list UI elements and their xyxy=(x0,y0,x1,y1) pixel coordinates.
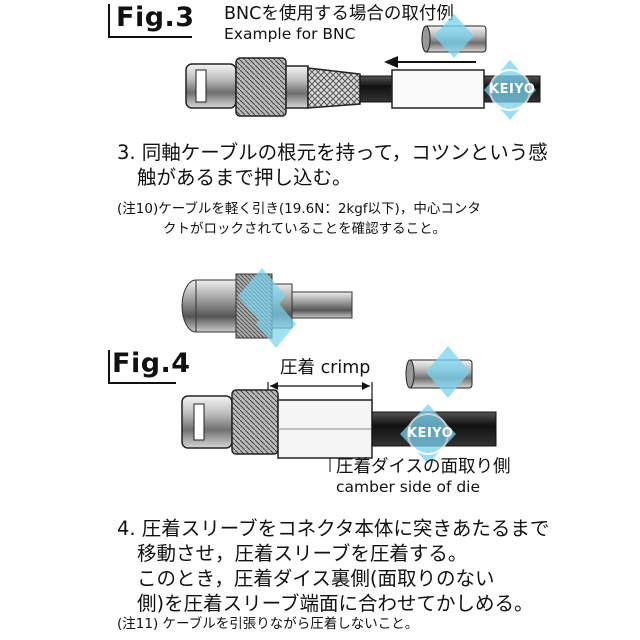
assembled-connector-illustration xyxy=(181,268,353,348)
fig3-title-en: Example for BNC xyxy=(224,25,356,43)
step4-line1: 4. 圧着スリーブをコネクタ本体に突きあたるまで xyxy=(117,517,550,540)
note10-line1: (注10)ケーブルを軽く引き(19.6N：2kgf以下)，中心コンタ xyxy=(117,201,481,217)
fig4-watermark: KEIYO xyxy=(407,426,454,441)
step3-line2: 触があるまで押し込む。 xyxy=(137,166,352,189)
step4-line3: このとき，圧着ダイス裏側(面取りのない xyxy=(137,567,495,590)
fig3-label: Fig.3 xyxy=(116,2,195,33)
fig3-title-jp: BNCを使用する場合の取付例 xyxy=(224,4,454,24)
note10-line2: クトがロックされていることを確認すること。 xyxy=(163,221,447,237)
fig3-connector-illustration xyxy=(185,14,541,120)
step3-line1: 3. 同軸ケーブルの根元を持って，コツンという感 xyxy=(117,141,548,164)
fig3-knurled-ring xyxy=(235,57,287,117)
step4-line4: 側)を圧着スリーブ端面に合わせてかしめる。 xyxy=(137,592,534,615)
note11-line1: (注11) ケーブルを引張りながら圧着しないこと。 xyxy=(117,616,419,632)
step4-line2: 移動させ，圧着スリーブを圧着する。 xyxy=(137,542,468,565)
fig4-crimp-illustration xyxy=(181,346,497,472)
fig3-watermark: KEIYO xyxy=(489,82,536,97)
fig4-crimp-label: 圧着 crimp xyxy=(280,358,371,378)
fig4-die-side-jp: 圧着ダイスの面取り側 xyxy=(336,457,511,477)
fig3-braid xyxy=(307,67,361,109)
fig3-bayonet xyxy=(185,63,237,109)
fig4-die-side-en: camber side of die xyxy=(336,478,481,496)
fig4-label: Fig.4 xyxy=(112,348,191,379)
fig3-sleeve xyxy=(391,69,485,109)
